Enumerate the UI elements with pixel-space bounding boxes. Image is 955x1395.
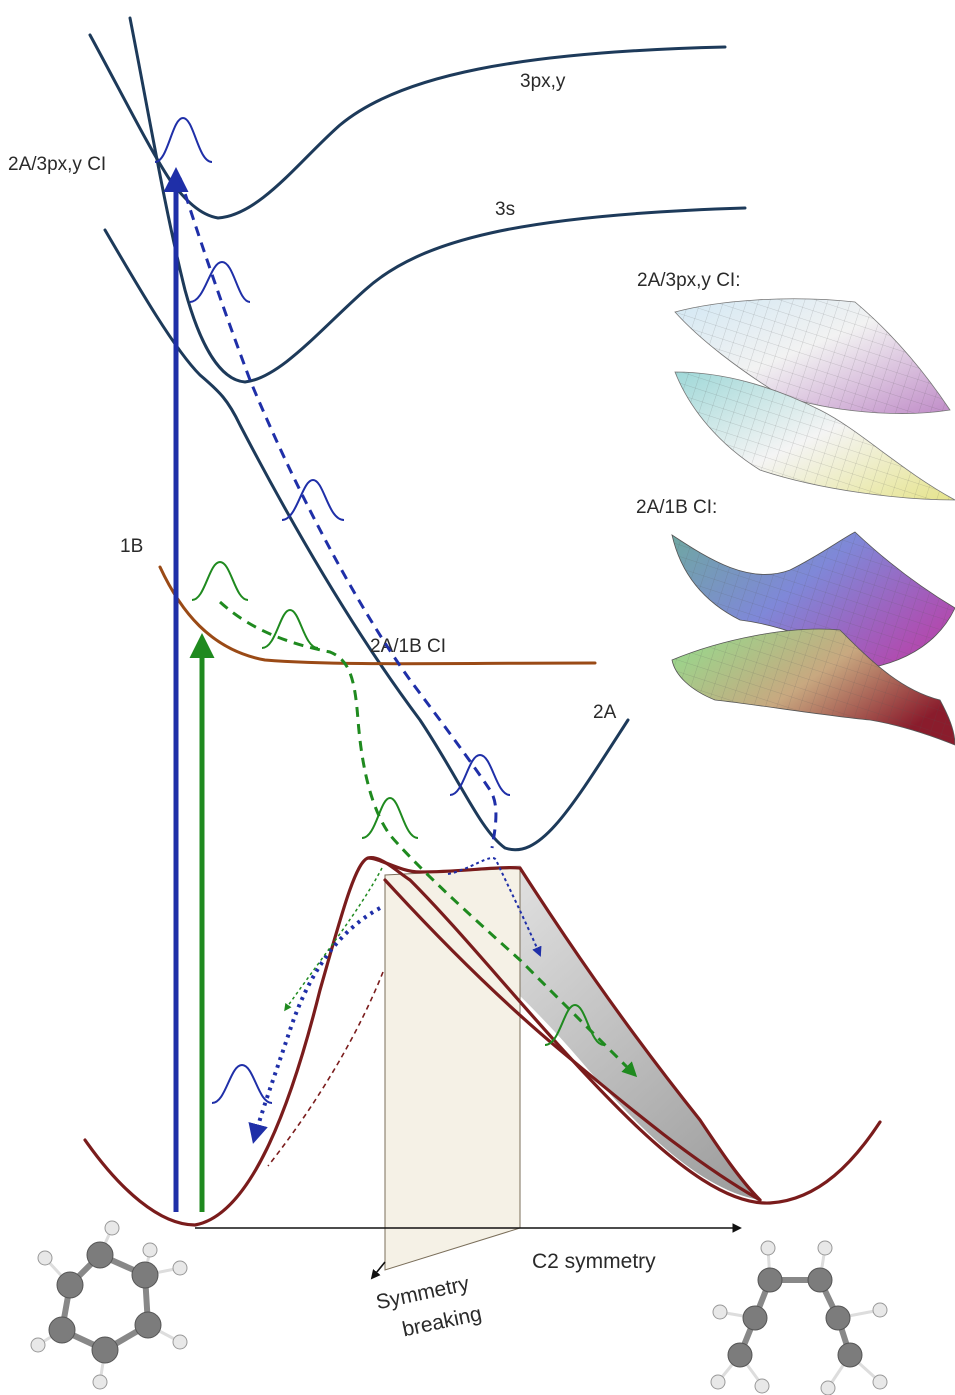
label-3pxy: 3px,y: [520, 71, 566, 92]
curve-3pxy-left: [88, 33, 727, 220]
molecule-cyclohexadiene: [30, 1220, 188, 1390]
green-dashed-trajectory: [218, 600, 638, 1078]
green-wavepacket-4: [544, 1003, 605, 1046]
ground-dashed-edge: [267, 971, 384, 1167]
trajectories: [178, 177, 638, 1144]
inset-title-2a-3pxy: 2A/3px,y CI:: [637, 270, 741, 291]
blue-wavepacket-2: [189, 260, 251, 303]
inset-title-2a-1b: 2A/1B CI:: [636, 497, 717, 518]
curve-3s: [128, 16, 747, 384]
blue-wavepacket-4: [449, 753, 511, 796]
blue-dotted-branch-right: [447, 857, 542, 957]
c2-symmetry-label: C2 symmetry: [532, 1250, 656, 1273]
ground-ridge-curve: [366, 856, 762, 1202]
symmetry-breaking-plane: [384, 867, 521, 1271]
label-ci-2a-1b: 2A/1B CI: [370, 636, 446, 657]
coordinate-axes: C2 symmetry Symmetry breaking: [195, 1223, 742, 1341]
green-dotted-branch: [284, 867, 383, 1012]
wavepackets: [154, 116, 605, 1104]
blue-dashed-trajectory: [178, 177, 498, 849]
green-wavepacket-2: [261, 608, 319, 649]
ground-state-surface: [83, 856, 882, 1271]
molecule-hexatriene: [710, 1240, 888, 1395]
symmetry-breaking-axis: [370, 1261, 386, 1280]
symmetry-breaking-label-2: breaking: [400, 1302, 484, 1341]
blue-wavepacket-5: [211, 1063, 273, 1104]
blue-wavepacket-1: [154, 116, 213, 163]
curve-2a: [103, 228, 630, 852]
label-1b: 1B: [120, 536, 143, 557]
ground-front-ridge: [383, 878, 762, 1202]
label-2a: 2A: [593, 702, 617, 723]
green-wavepacket-1: [191, 560, 249, 601]
green-wavepacket-3: [361, 796, 419, 839]
label-ci-2a-3pxy: 2A/3px,y CI: [8, 154, 106, 175]
blue-dotted-branch-left: [248, 906, 381, 1144]
excited-state-curves: [88, 16, 747, 852]
inset-ci-2a-1b: 2A/1B CI:: [636, 497, 955, 746]
inset-ci-2a-3pxy: 2A/3px,y CI:: [637, 270, 955, 501]
excitation-arrows: [163, 167, 215, 1212]
blue-wavepacket-3: [281, 478, 345, 521]
ci-surface-upper: [674, 298, 951, 414]
label-3s: 3s: [495, 199, 515, 220]
curve-1b: [158, 565, 597, 666]
